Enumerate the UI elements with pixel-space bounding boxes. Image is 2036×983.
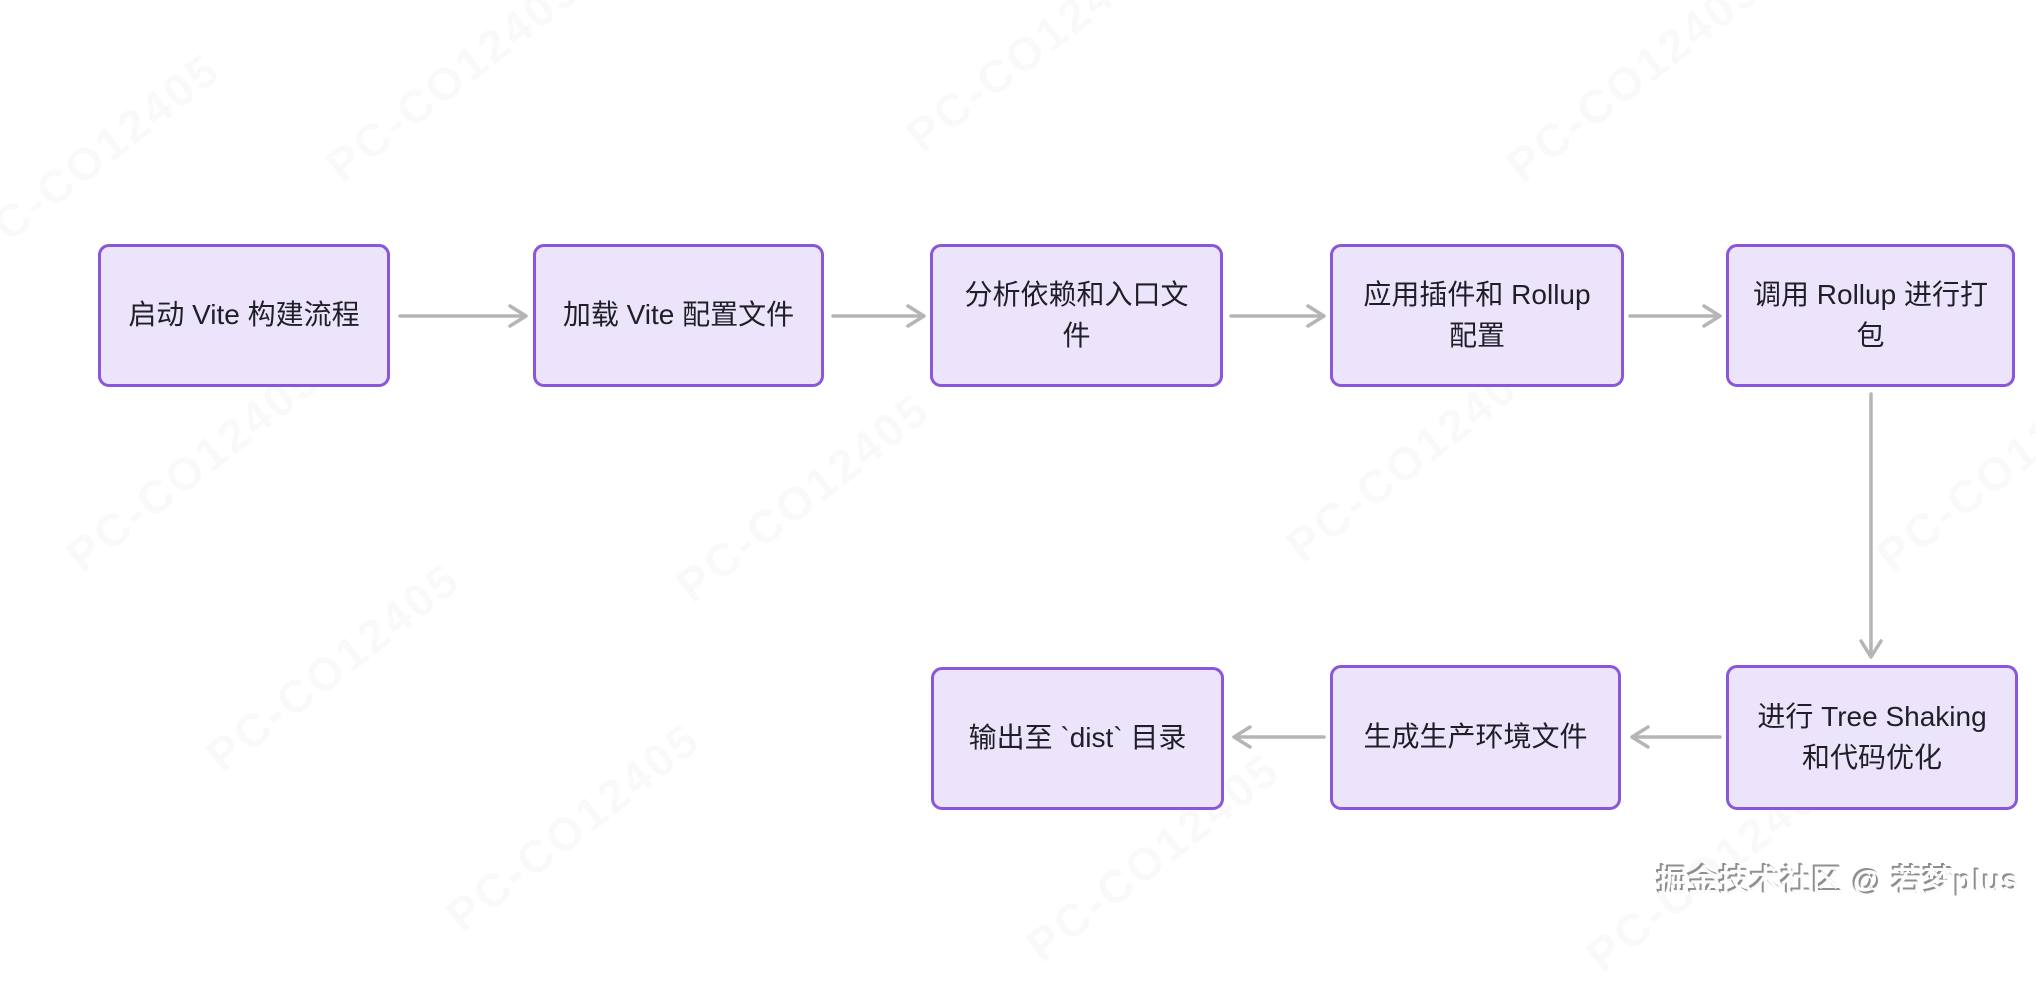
node-label: 应用插件和 Rollup 配置 bbox=[1363, 278, 1591, 351]
node-invoke-rollup: 调用 Rollup 进行打包 bbox=[1726, 244, 2015, 387]
node-label: 输出至 `dist` 目录 bbox=[968, 722, 1187, 754]
arrow-rollup-to-treeshaking bbox=[1859, 392, 1883, 659]
arrow-generate-to-output bbox=[1232, 725, 1326, 749]
node-apply-plugins: 应用插件和 Rollup 配置 bbox=[1330, 244, 1624, 387]
arrow-treeshaking-to-generate bbox=[1630, 725, 1722, 749]
arrow-plugins-to-rollup bbox=[1628, 304, 1722, 328]
node-tree-shaking: 进行 Tree Shaking 和代码优化 bbox=[1726, 665, 2018, 810]
flow-connectors bbox=[398, 304, 1883, 749]
arrow-start-to-config bbox=[398, 304, 528, 328]
flowchart-canvas: PC-CO12405 PC-CO12405 PC-CO12405 PC-CO12… bbox=[98, 244, 2020, 898]
node-load-config: 加载 Vite 配置文件 bbox=[533, 244, 824, 387]
arrow-analyze-to-plugins bbox=[1229, 304, 1326, 328]
node-label: 分析依赖和入口文件 bbox=[964, 278, 1189, 351]
node-label: 进行 Tree Shaking 和代码优化 bbox=[1757, 700, 1987, 773]
node-label: 调用 Rollup 进行打包 bbox=[1753, 278, 1988, 351]
node-label: 启动 Vite 构建流程 bbox=[128, 299, 360, 331]
node-analyze-deps: 分析依赖和入口文件 bbox=[930, 244, 1223, 387]
node-generate-files: 生成生产环境文件 bbox=[1330, 665, 1621, 810]
node-start-build: 启动 Vite 构建流程 bbox=[98, 244, 390, 387]
node-label: 加载 Vite 配置文件 bbox=[562, 299, 795, 331]
arrow-config-to-analyze bbox=[831, 304, 926, 328]
credit-watermark: 掘金技术社区 @ 若梦plus bbox=[1657, 865, 2020, 898]
node-label: 生成生产环境文件 bbox=[1363, 721, 1588, 753]
node-output-dist: 输出至 `dist` 目录 bbox=[931, 667, 1224, 810]
